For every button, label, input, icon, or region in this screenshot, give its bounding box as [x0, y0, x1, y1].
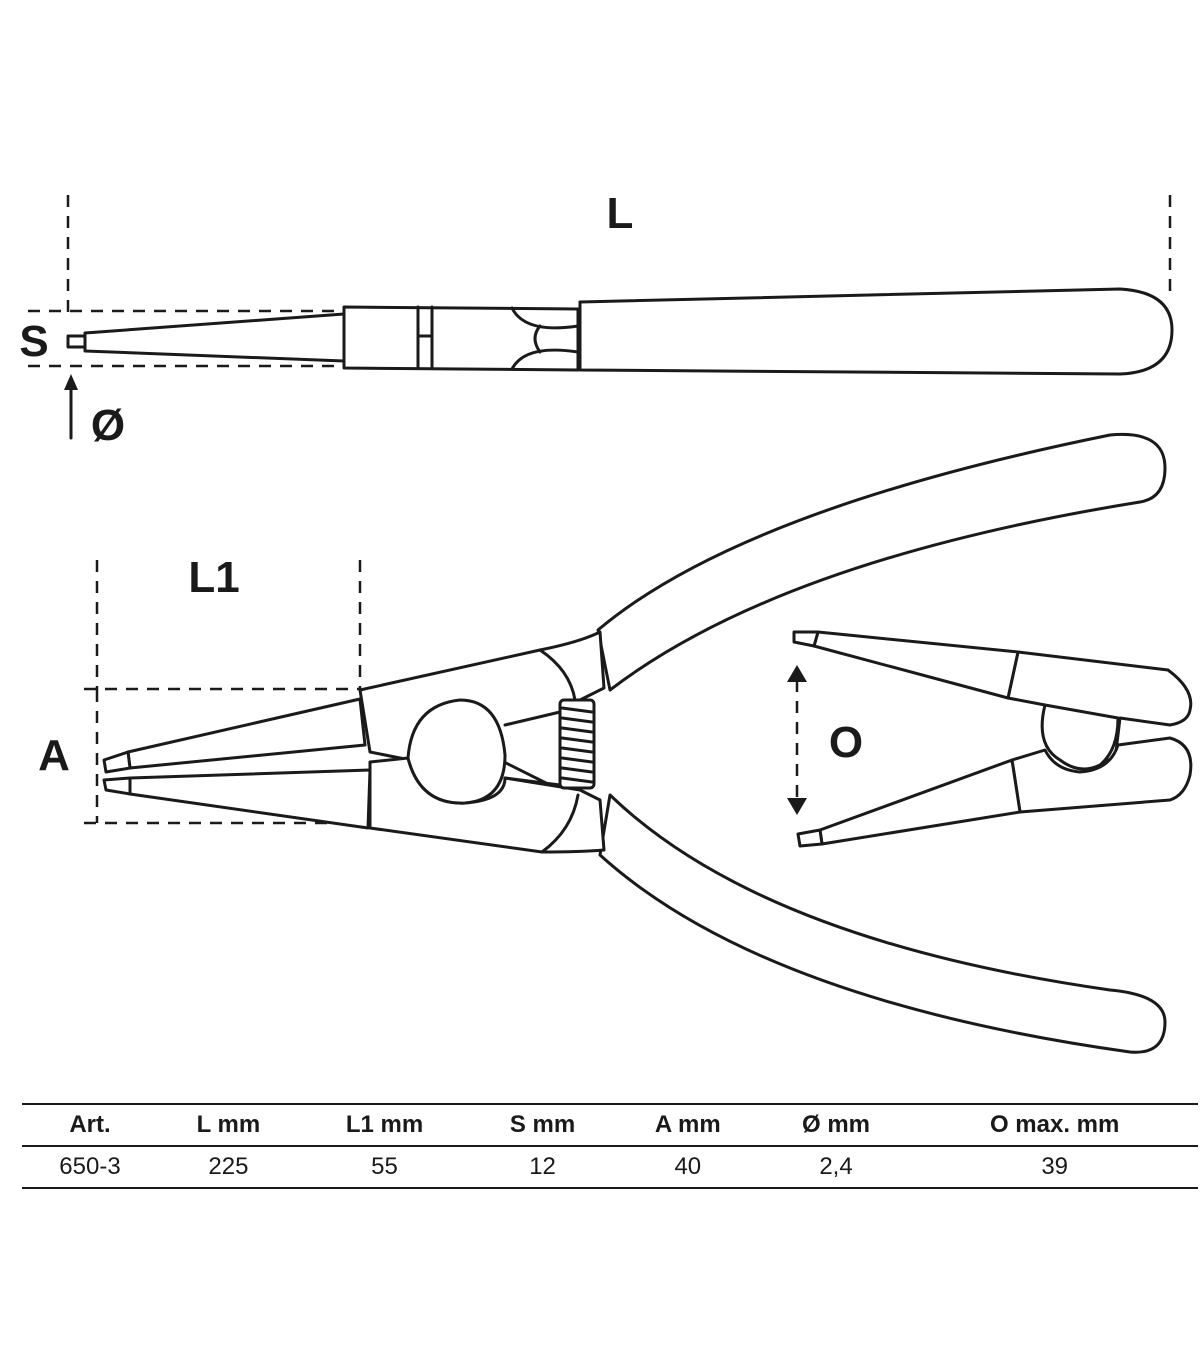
length-label: L	[607, 189, 634, 238]
lower-tip	[128, 768, 372, 830]
cell-thickness: 12	[470, 1146, 615, 1189]
cell-tip-length: 55	[298, 1146, 471, 1189]
col-diameter: Ø mm	[760, 1103, 912, 1147]
side-joint	[342, 305, 580, 372]
side-view: L S Ø	[19, 189, 1174, 450]
width-label: A	[38, 731, 70, 780]
col-tip-length: L1 mm	[298, 1103, 471, 1147]
top-view: L1 A	[38, 432, 1167, 1054]
side-handle	[578, 287, 1174, 376]
upper-handle	[596, 432, 1167, 692]
spec-table: Art. L mm L1 mm S mm A mm Ø mm O max. mm…	[22, 1103, 1198, 1189]
open-lower-tip	[818, 758, 1022, 846]
cell-opening: 39	[911, 1146, 1198, 1189]
thickness-label: S	[19, 317, 48, 366]
tip-length-label: L1	[188, 553, 239, 602]
open-jaws-view: O	[787, 630, 1193, 848]
col-thickness: S mm	[470, 1103, 615, 1147]
table-row: 650-3 225 55 12 40 2,4 39	[22, 1146, 1198, 1189]
open-lower-jaw	[1010, 736, 1193, 814]
col-width: A mm	[614, 1103, 761, 1147]
col-art: Art.	[22, 1103, 158, 1147]
cell-diameter: 2,4	[760, 1146, 912, 1189]
cell-width: 40	[614, 1146, 761, 1189]
open-upper-tip	[812, 630, 1020, 700]
diameter-label: Ø	[91, 401, 125, 450]
opening-label: O	[829, 718, 863, 767]
col-length: L mm	[157, 1103, 299, 1147]
cell-length: 225	[157, 1146, 299, 1189]
upper-tip	[126, 697, 367, 770]
col-opening: O max. mm	[911, 1103, 1198, 1147]
lower-handle	[598, 793, 1167, 1054]
spring	[558, 698, 596, 790]
spec-table-header: Art. L mm L1 mm S mm A mm Ø mm O max. mm	[22, 1103, 1198, 1147]
side-tip	[83, 312, 346, 363]
cell-art: 650-3	[22, 1146, 158, 1189]
